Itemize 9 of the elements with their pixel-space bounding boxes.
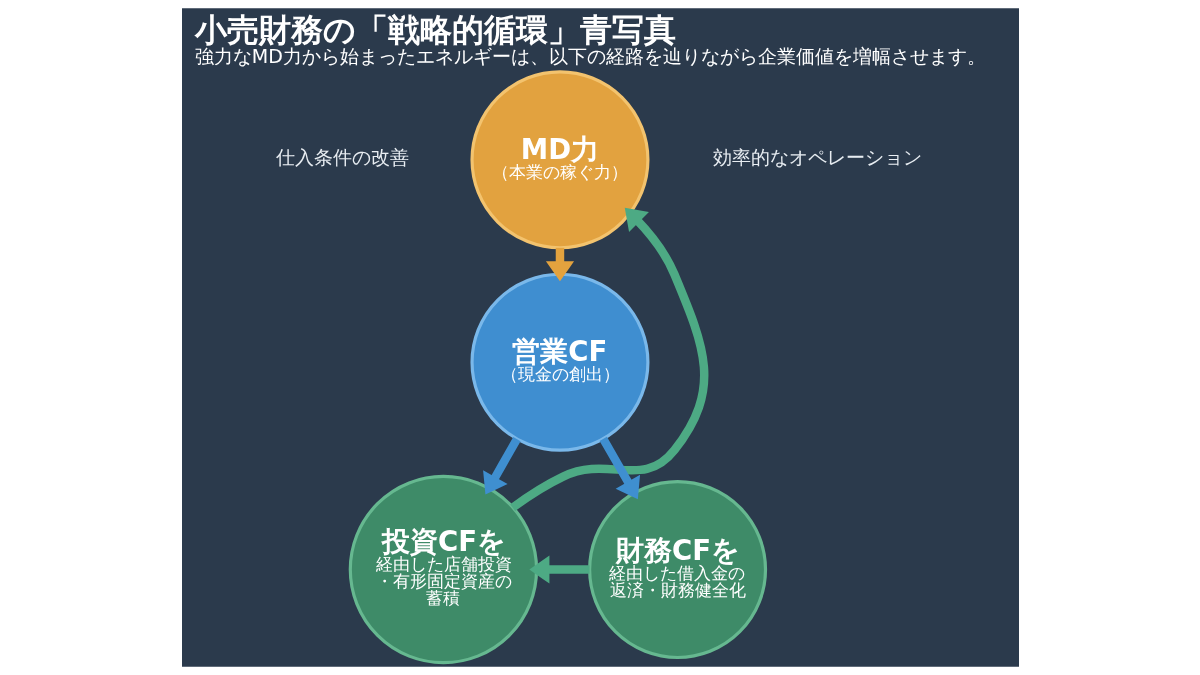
node-circle: 投資CFを 経由した店舗投資・有形固定資産の蓄積 bbox=[348, 474, 538, 665]
label: 仕入条件の改善 bbox=[275, 146, 409, 169]
arrow bbox=[528, 555, 590, 584]
arrow bbox=[509, 207, 708, 512]
arrow bbox=[599, 436, 640, 500]
label: 効率的なオペレーション bbox=[712, 146, 922, 169]
arrow bbox=[482, 436, 521, 495]
node-circle: 営業CF （現金の創出） bbox=[469, 272, 649, 452]
node-circle: 財務CFを 経由した借入金の返済・財務健全化 bbox=[587, 480, 767, 660]
